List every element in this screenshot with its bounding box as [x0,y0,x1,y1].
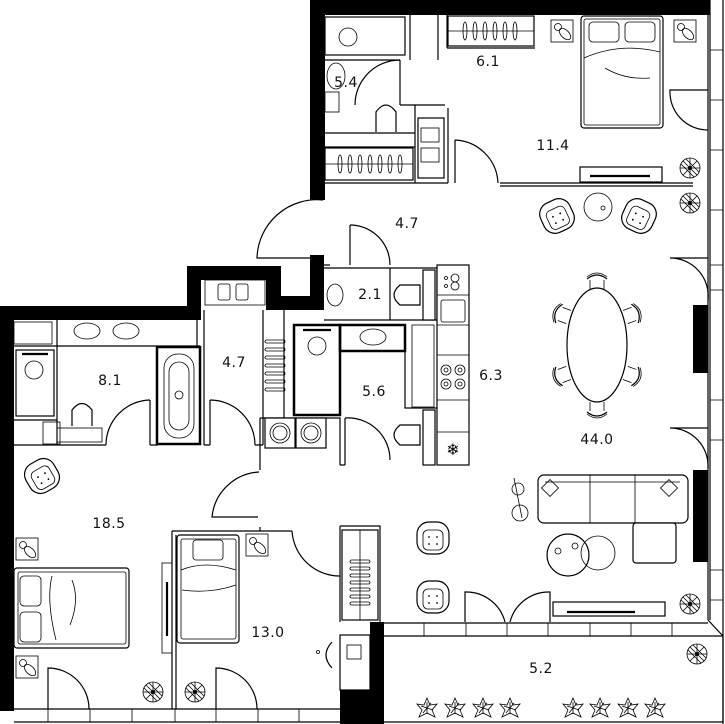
area-label-dressing-room-top: 6.1 [476,54,500,70]
interior-walls [14,15,693,709]
area-label-wc: 2.1 [358,287,382,303]
fixtures: ❄ [13,15,708,718]
area-label-kitchen: 6.3 [479,368,503,384]
exterior-walls [0,0,710,724]
area-label-master-bedroom: 11.4 [536,138,570,154]
svg-text:❄: ❄ [446,440,459,459]
bottom-facade [14,708,340,723]
area-label-bathroom-middle: 5.6 [362,384,386,400]
area-label-living-dining: 44.0 [580,432,614,448]
area-label-children-room: 13.0 [251,625,285,641]
area-label-bathroom-top: 5.4 [334,75,358,91]
area-label-hallway: 4.7 [395,216,419,232]
balcony [384,619,724,723]
doors [47,59,709,710]
right-facade [707,0,724,724]
area-label-bathroom-left: 8.1 [98,373,122,389]
area-label-dressing-room-left: 4.7 [222,355,246,371]
area-label-bedroom-left: 18.5 [92,516,126,532]
area-label-balcony: 5.2 [529,661,553,677]
